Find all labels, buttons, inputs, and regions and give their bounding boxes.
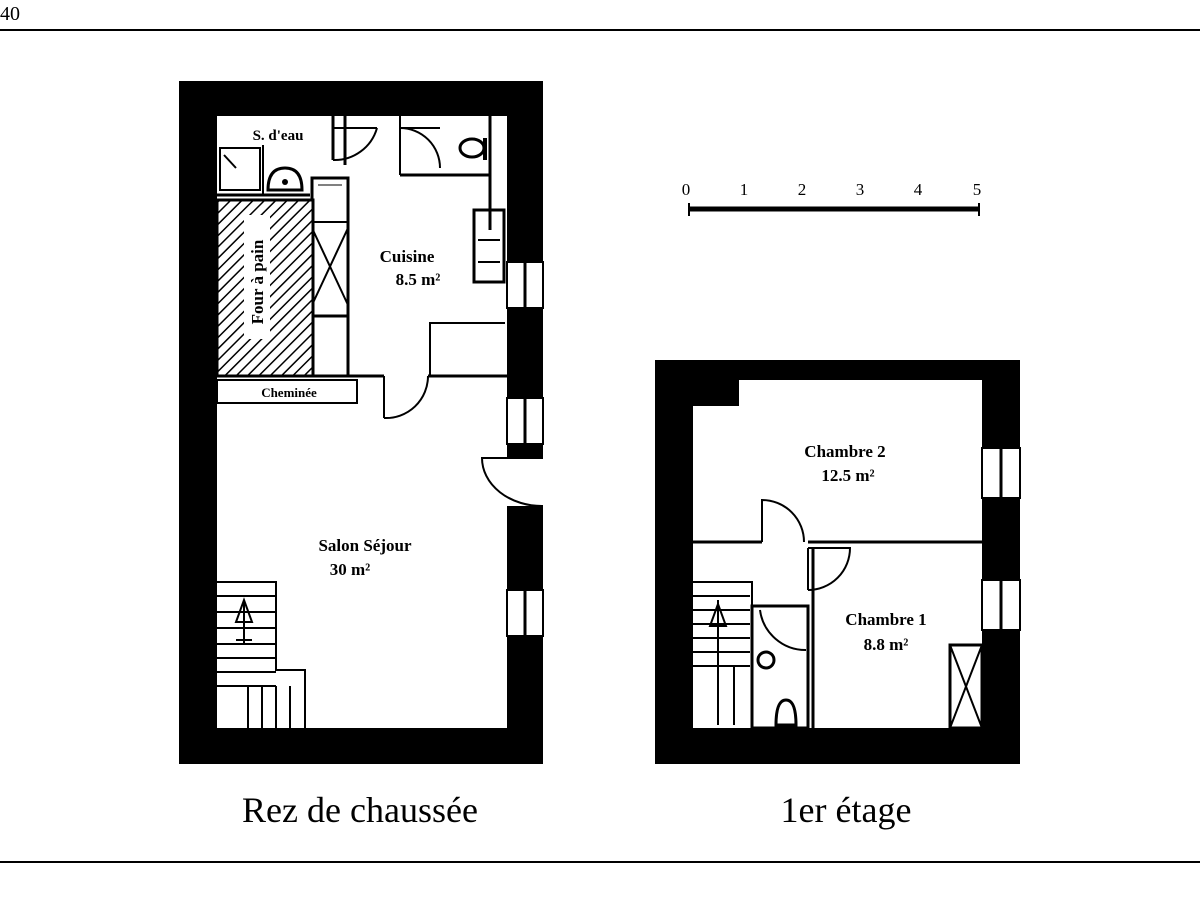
bedroom1-area: 8.8 m² (864, 635, 909, 654)
kitchen-area: 8.5 m² (396, 270, 441, 289)
fireplace (216, 379, 358, 404)
scale-tick-2: 2 (798, 180, 807, 199)
living-room-area: 30 m² (330, 560, 371, 579)
scale-tick-1: 1 (740, 180, 749, 199)
living-room-label: Salon Séjour (318, 536, 411, 555)
bedroom2-label: Chambre 2 (804, 442, 885, 461)
window-living-2 (506, 589, 544, 637)
window-bedroom1 (981, 579, 1021, 631)
ground-floor-plan: Four à pain Cheminée (179, 81, 545, 830)
wc-toilet (774, 698, 798, 727)
kitchen-sink (472, 208, 506, 284)
window-living-1 (506, 397, 544, 445)
shower-tray (219, 147, 261, 191)
wc-washbasin (756, 650, 776, 670)
ground-floor-caption: Rez de chaussée (242, 790, 478, 830)
scale-tick-5: 5 (973, 180, 982, 199)
entrance-door (480, 457, 544, 508)
bedroom2-door (761, 498, 805, 543)
window-kitchen (506, 261, 544, 309)
scale-bar: 0 1 2 3 4 5 (682, 180, 982, 216)
first-floor-plan: Chambre 2 12.5 m² Chambre 1 8.8 m² 1er é… (655, 360, 1021, 830)
scale-tick-4: 4 (914, 180, 923, 199)
ground-floor-staircase (217, 581, 306, 728)
window-bedroom2 (981, 447, 1021, 499)
bread-oven-label: Four à pain (248, 239, 267, 324)
kitchen-counter (429, 322, 505, 375)
first-floor-caption: 1er étage (781, 790, 912, 830)
scale-tick-0: 0 (682, 180, 691, 199)
scale-tick-3: 3 (856, 180, 865, 199)
first-floor-staircase (693, 581, 753, 728)
kitchen-label: Cuisine (380, 247, 435, 266)
bedroom1-label: Chambre 1 (845, 610, 926, 629)
page-number: 40 (0, 3, 20, 25)
fireplace-label: Cheminée (261, 385, 317, 400)
bathroom-label: S. d'eau (253, 128, 304, 144)
bedroom1-door (807, 547, 852, 591)
bedroom2-area: 12.5 m² (821, 466, 874, 485)
washbasin (266, 166, 304, 192)
wardrobe (948, 643, 984, 730)
